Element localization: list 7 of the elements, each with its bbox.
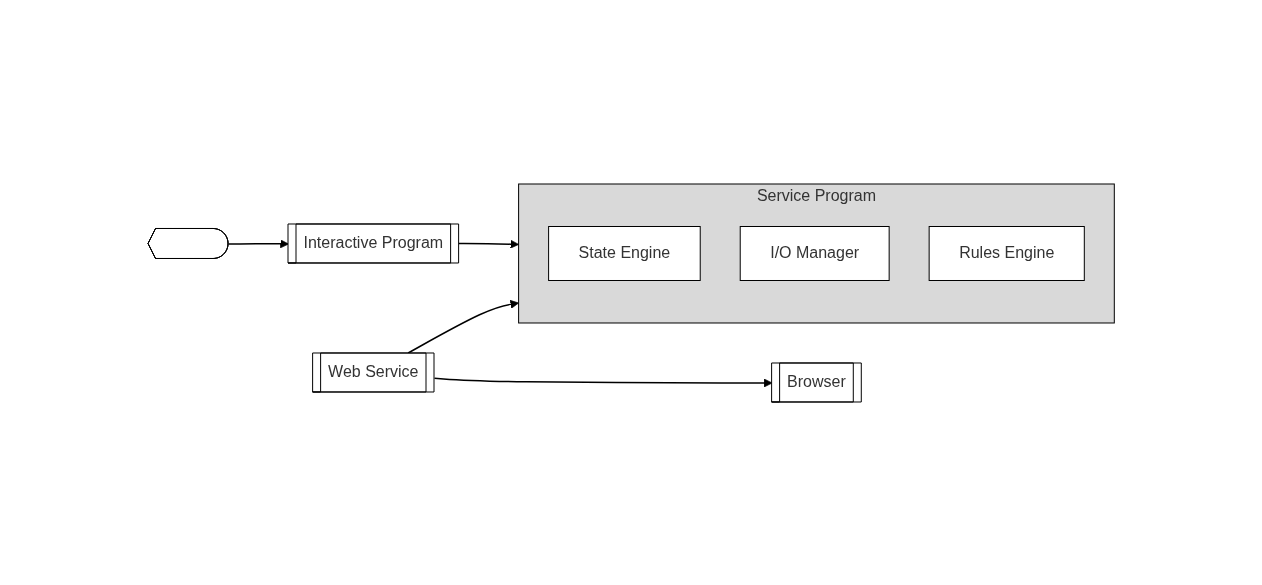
arrow <box>407 299 519 354</box>
node-box: State Engine <box>547 225 701 281</box>
arrow <box>457 239 519 249</box>
arrow <box>227 238 289 248</box>
node-box: Rules Engine <box>928 225 1085 281</box>
node-box: I/O Manager <box>739 225 890 281</box>
arrow <box>433 377 773 387</box>
